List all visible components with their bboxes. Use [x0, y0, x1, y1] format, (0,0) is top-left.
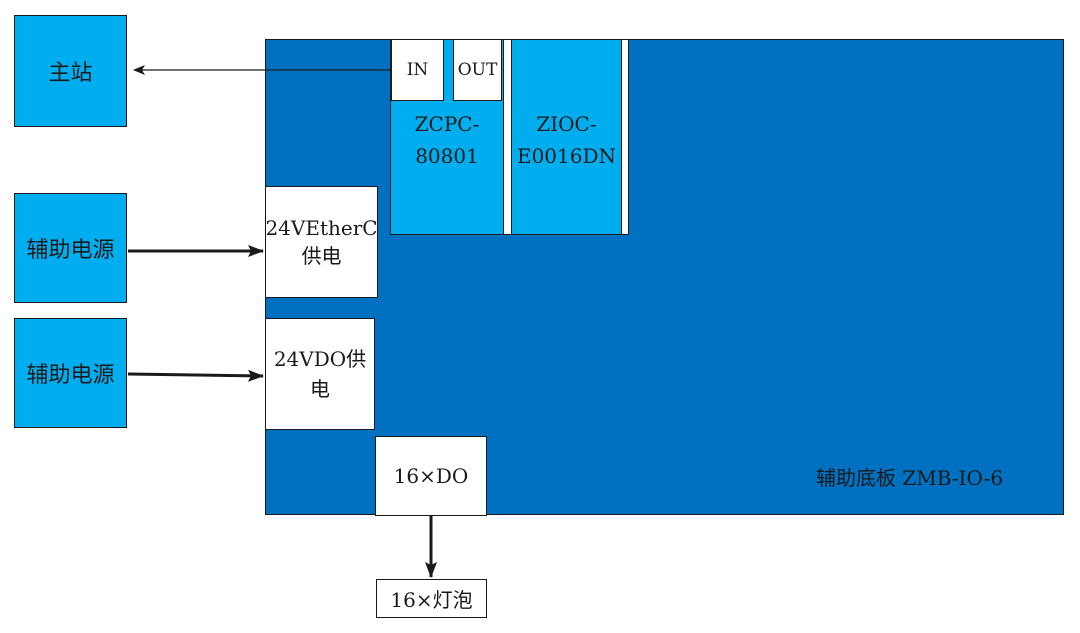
- do-outputs: 16×DO: [375, 436, 487, 516]
- aux-power-1: 辅助电源: [14, 193, 127, 303]
- aux-power-1-label: 辅助电源: [26, 238, 115, 263]
- ethercat-supply-label: 24VEtherC 供电: [265, 216, 378, 268]
- module-end-strip: [621, 39, 629, 235]
- bulbs-label: 16×灯泡: [390, 588, 473, 612]
- bulbs: 16×灯泡: [376, 579, 487, 618]
- arrow-aux2-to-do: [127, 369, 264, 382]
- port-out-label: OUT: [457, 60, 498, 80]
- port-out: OUT: [453, 39, 502, 101]
- aux-power-2-label: 辅助电源: [26, 363, 115, 388]
- module-zcpc-label: ZCPC- 80801: [414, 112, 480, 168]
- master-node: 主站: [14, 15, 127, 127]
- do-outputs-label: 16×DO: [393, 464, 469, 488]
- ethercat-supply: 24VEtherC 供电: [265, 186, 378, 298]
- port-in: IN: [391, 39, 444, 101]
- aux-power-2: 辅助电源: [14, 318, 127, 428]
- master-label: 主站: [48, 61, 93, 86]
- do-supply: 24VDO供 电: [265, 318, 375, 430]
- board-label: 辅助底板 ZMB-IO-6: [816, 466, 1004, 490]
- do-supply-label: 24VDO供 电: [273, 347, 367, 401]
- port-in-label: IN: [406, 60, 429, 80]
- module-zioc-label: ZIOC- E0016DN: [516, 112, 617, 168]
